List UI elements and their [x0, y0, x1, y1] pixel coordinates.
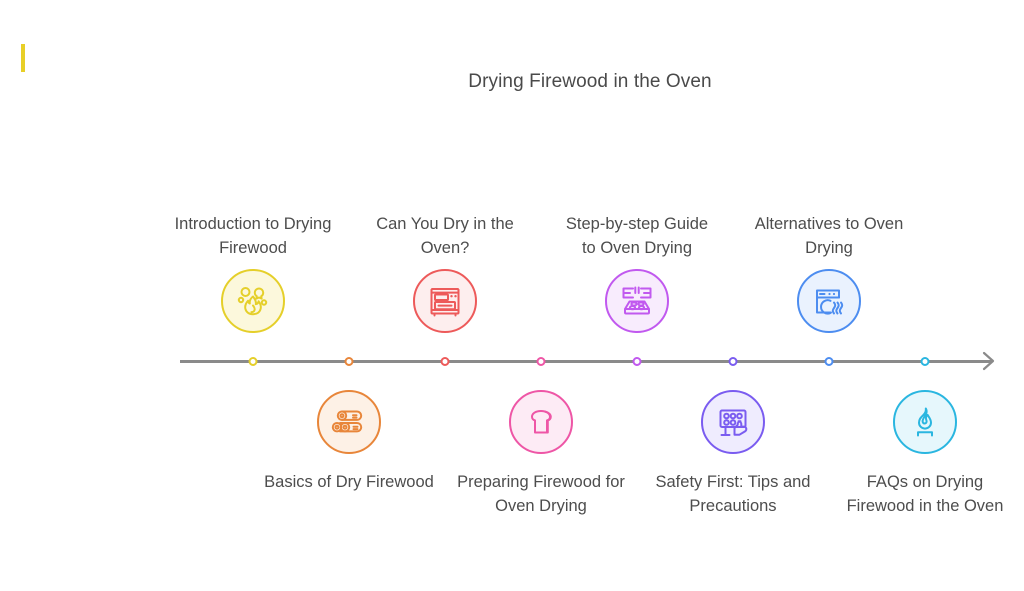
milestone-icon-2[interactable] — [317, 390, 381, 454]
flame-on-stand-icon — [905, 402, 945, 442]
accent-bar — [21, 44, 25, 72]
milestone-label-can-you-dry-in-the-oven: Can You Dry in the Oven? — [376, 215, 514, 257]
milestone-label-wrap-8: FAQs on Drying Firewood in the Oven — [840, 470, 1010, 518]
timeline-dot-2[interactable] — [344, 356, 354, 366]
axis-arrow-icon — [982, 351, 995, 371]
timeline-dot-6[interactable] — [728, 356, 738, 366]
page-title: Drying Firewood in the Oven — [468, 71, 712, 92]
timeline-dot-3[interactable] — [440, 356, 450, 366]
baking-tray-oven-icon — [617, 281, 657, 321]
timeline-dot-8[interactable] — [920, 356, 930, 366]
stacked-logs-icon — [329, 402, 369, 442]
milestone-label-wrap-6: Safety First: Tips and Precautions — [648, 470, 818, 518]
milestone-icon-1[interactable] — [221, 269, 285, 333]
milestone-label-faqs-on-drying-firewood-in-the-ove: FAQs on Drying Firewood in the Oven — [846, 473, 1004, 515]
milestone-label-step-by-step-guide-to-oven-drying: Step-by-step Guide to Oven Drying — [565, 215, 709, 257]
milestone-icon-5[interactable] — [605, 269, 669, 333]
timeline-dot-7[interactable] — [824, 356, 834, 366]
timeline-axis — [180, 360, 992, 363]
control-panel-hand-icon — [713, 402, 753, 442]
timeline-dot-5[interactable] — [632, 356, 642, 366]
milestone-icon-6[interactable] — [701, 390, 765, 454]
milestone-label-wrap-7: Alternatives to Oven Drying — [749, 180, 909, 260]
milestone-label-alternatives-to-oven-drying: Alternatives to Oven Drying — [754, 215, 904, 257]
bread-slices-icon — [521, 402, 561, 442]
milestone-label-basics-of-dry-firewood: Basics of Dry Firewood — [264, 473, 434, 491]
oven-stove-icon — [425, 281, 465, 321]
milestone-icon-8[interactable] — [893, 390, 957, 454]
milestone-label-wrap-4: Preparing Firewood for Oven Drying — [456, 470, 626, 518]
fire-with-bubbles-icon — [233, 281, 273, 321]
milestone-label-wrap-3: Can You Dry in the Oven? — [365, 180, 525, 260]
milestone-icon-4[interactable] — [509, 390, 573, 454]
milestone-label-introduction-to-drying-firewood: Introduction to Drying Firewood — [174, 215, 332, 257]
milestone-label-wrap-2: Basics of Dry Firewood — [264, 470, 434, 494]
milestone-label-preparing-firewood-for-oven-drying: Preparing Firewood for Oven Drying — [457, 473, 625, 515]
milestone-icon-3[interactable] — [413, 269, 477, 333]
milestone-label-wrap-1: Introduction to Drying Firewood — [173, 180, 333, 260]
timeline-dot-1[interactable] — [248, 356, 258, 366]
timeline-dot-4[interactable] — [536, 356, 546, 366]
milestone-icon-7[interactable] — [797, 269, 861, 333]
dryer-heat-waves-icon — [809, 281, 849, 321]
milestone-label-wrap-5: Step-by-step Guide to Oven Drying — [557, 180, 717, 260]
milestone-label-safety-first-tips-and-precautions: Safety First: Tips and Precautions — [655, 473, 811, 515]
